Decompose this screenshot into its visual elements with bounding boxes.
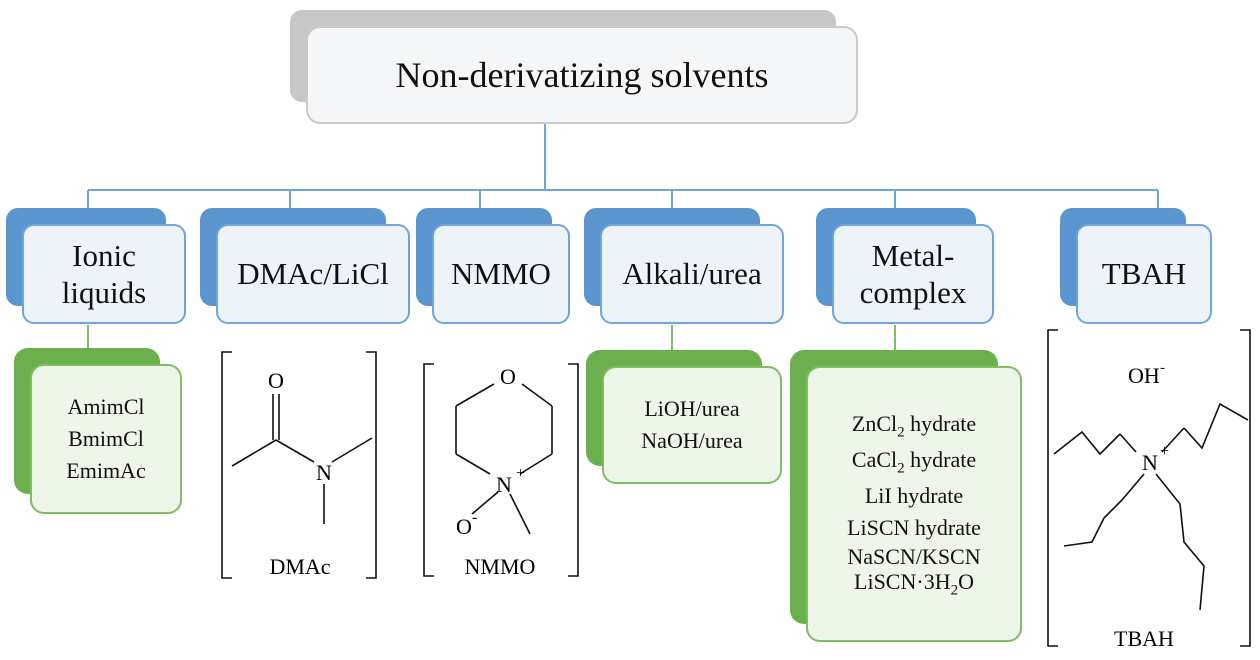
metal-example-item: ZnCl2 hydrate <box>851 411 977 441</box>
nmmo-o-charge: - <box>472 509 477 526</box>
dmac-atom-o: O <box>268 368 284 393</box>
tbah-node: TBAH <box>1076 224 1212 324</box>
ionic-example-item: EmimAc <box>66 457 146 483</box>
nmmo-atom-o: O <box>500 364 516 389</box>
nmmo-atom-o-minus: O <box>456 514 472 539</box>
metal-example-item: NaSCN/KSCN <box>847 544 981 570</box>
root-node-label: Non-derivatizing solvents <box>395 55 769 95</box>
tbah-n-charge: + <box>1160 443 1169 460</box>
nmmo-label: NMMO <box>451 256 551 292</box>
tbah-anion: OH <box>1128 363 1160 388</box>
alkali-examples-box: LiOH/urea NaOH/urea <box>602 366 782 484</box>
root-node: Non-derivatizing solvents <box>306 26 858 124</box>
ionic-liquids-node: Ionic liquids <box>22 224 186 324</box>
dmac-structure: O N DMAc <box>221 351 377 579</box>
nmmo-n-charge: + <box>516 465 525 482</box>
tbah-structure: OH - N + TBAH <box>1047 329 1251 651</box>
metal-example-item: CaCl2 hydrate <box>851 447 977 477</box>
tbah-anion-charge: - <box>1160 360 1165 376</box>
dmac-caption: DMAc <box>269 554 330 579</box>
ionic-liquids-label-line1: Ionic <box>72 237 136 273</box>
metal-examples-box: ZnCl2 hydrate CaCl2 hydrate LiI hydrate … <box>806 366 1022 642</box>
dmac-licl-node: DMAc/LiCl <box>216 224 410 324</box>
metal-example-item: LiSCN hydrate <box>847 515 981 541</box>
alkali-example-item: LiOH/urea <box>644 396 740 422</box>
tbah-label: TBAH <box>1101 256 1187 292</box>
ionic-examples-box: AmimCl BmimCl EmimAc <box>30 364 182 514</box>
metal-complex-label-line2: complex <box>859 275 967 310</box>
dmac-licl-label: DMAc/LiCl <box>237 256 389 292</box>
nmmo-structure: O N + O - NMMO <box>423 363 579 579</box>
tbah-atom-n: N <box>1142 450 1158 475</box>
tbah-caption: TBAH <box>1114 626 1174 651</box>
nmmo-caption: NMMO <box>465 554 536 579</box>
alkali-urea-node: Alkali/urea <box>600 224 784 324</box>
alkali-urea-label: Alkali/urea <box>622 256 762 292</box>
metal-example-item: LiSCN·3H2O <box>854 569 974 599</box>
ionic-liquids-label-line2: liquids <box>61 275 147 310</box>
nmmo-node: NMMO <box>432 224 570 324</box>
metal-complex-label-line1: Metal- <box>871 237 955 273</box>
ionic-example-item: AmimCl <box>67 394 145 420</box>
metal-example-item: LiI hydrate <box>864 483 964 509</box>
ionic-example-item: BmimCl <box>68 426 144 452</box>
nmmo-atom-n: N <box>496 472 512 497</box>
alkali-example-item: NaOH/urea <box>641 428 743 453</box>
metal-complex-node: Metal- complex <box>832 224 994 324</box>
dmac-atom-n: N <box>316 460 332 485</box>
